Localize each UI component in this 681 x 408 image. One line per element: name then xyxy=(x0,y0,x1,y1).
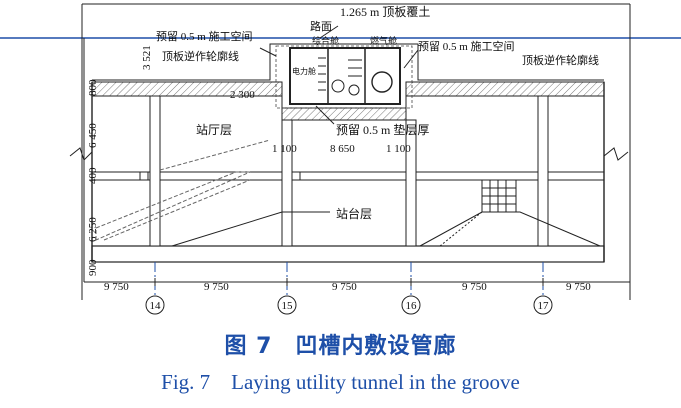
figure-caption-en: Fig. 7 Laying utility tunnel in the groo… xyxy=(161,370,520,394)
escalator-hall-part xyxy=(159,139,271,171)
leader-reserve-left xyxy=(259,47,277,57)
middle-slab-beam xyxy=(291,171,301,181)
gas-compartment-label: 燃气舱 xyxy=(370,35,397,47)
break-mark-right xyxy=(603,147,629,161)
cover-depth-label: 1.265 m 顶板覆土 xyxy=(340,5,430,19)
platform-slope-left xyxy=(171,211,330,247)
groove-slab xyxy=(281,107,407,121)
road-surface-label: 路面 xyxy=(310,20,332,33)
dim-2300: 2 300 xyxy=(230,89,255,101)
station-platform-label: 站台层 xyxy=(336,206,372,221)
dim-3521: 3 521 xyxy=(141,45,153,70)
bottom-slab xyxy=(91,245,605,263)
column xyxy=(281,119,293,247)
axis-label-17: 17 xyxy=(538,300,550,312)
gas-pipe xyxy=(371,71,393,93)
figure-caption-cn: 图 7 凹槽内敷设管廊 xyxy=(224,334,457,359)
reverse-outline-right-label: 顶板逆作轮廓线 xyxy=(522,53,599,67)
escalator-rail xyxy=(103,179,251,241)
dim-1100-left: 1 100 xyxy=(272,143,297,155)
station-hall-label: 站厅层 xyxy=(196,123,232,137)
axis-circle-17 xyxy=(533,295,553,315)
middle-slab-beam xyxy=(139,171,149,181)
platform-brace xyxy=(439,211,483,247)
reserve-top-right-label: 预留 0.5 m 施工空间 xyxy=(418,39,515,53)
axis-label-14: 14 xyxy=(150,300,162,312)
span-label: 9 750 xyxy=(566,281,591,293)
column xyxy=(537,95,549,247)
leader-road xyxy=(319,25,339,39)
span-label: 9 750 xyxy=(104,281,129,293)
reserve-space-box xyxy=(275,45,413,109)
leader-cushion xyxy=(315,105,335,125)
axis-circle-14 xyxy=(145,295,165,315)
pipe-2 xyxy=(348,84,360,96)
dim-400: 400 xyxy=(87,167,99,184)
break-mark-left xyxy=(69,147,93,161)
dim-6250: 6 250 xyxy=(87,217,99,242)
roof-slab-right xyxy=(405,81,605,97)
dim-900: 900 xyxy=(87,259,99,276)
axis-circle-15 xyxy=(277,295,297,315)
reserve-top-left-label: 预留 0.5 m 施工空间 xyxy=(156,29,253,43)
axis-circle-16 xyxy=(401,295,421,315)
dim-6450: 6 450 xyxy=(87,123,99,148)
span-label: 9 750 xyxy=(332,281,357,293)
middle-slab xyxy=(91,171,605,181)
column xyxy=(405,119,417,247)
axis-label-16: 16 xyxy=(406,300,418,312)
axis-label-15: 15 xyxy=(282,300,294,312)
dim-1100-right: 1 100 xyxy=(386,143,411,155)
reverse-outline-left-label: 顶板逆作轮廓线 xyxy=(162,49,239,63)
dim-800: 800 xyxy=(87,79,99,96)
escalator xyxy=(95,171,251,241)
column xyxy=(149,95,161,247)
leader-reserve-right xyxy=(403,49,419,69)
reverse-outline xyxy=(92,43,604,81)
utility-tunnel xyxy=(289,47,401,105)
reserve-cushion-label: 预留 0.5 m 垫层厚 xyxy=(336,122,429,137)
power-compartment-label: 电力舱 xyxy=(292,66,316,76)
span-label: 9 750 xyxy=(204,281,229,293)
span-label: 9 750 xyxy=(462,281,487,293)
pipe-1 xyxy=(331,79,345,93)
platform-slope-right xyxy=(419,211,601,247)
dim-8650: 8 650 xyxy=(330,143,355,155)
integrated-compartment-label: 综合舱 xyxy=(312,35,339,47)
